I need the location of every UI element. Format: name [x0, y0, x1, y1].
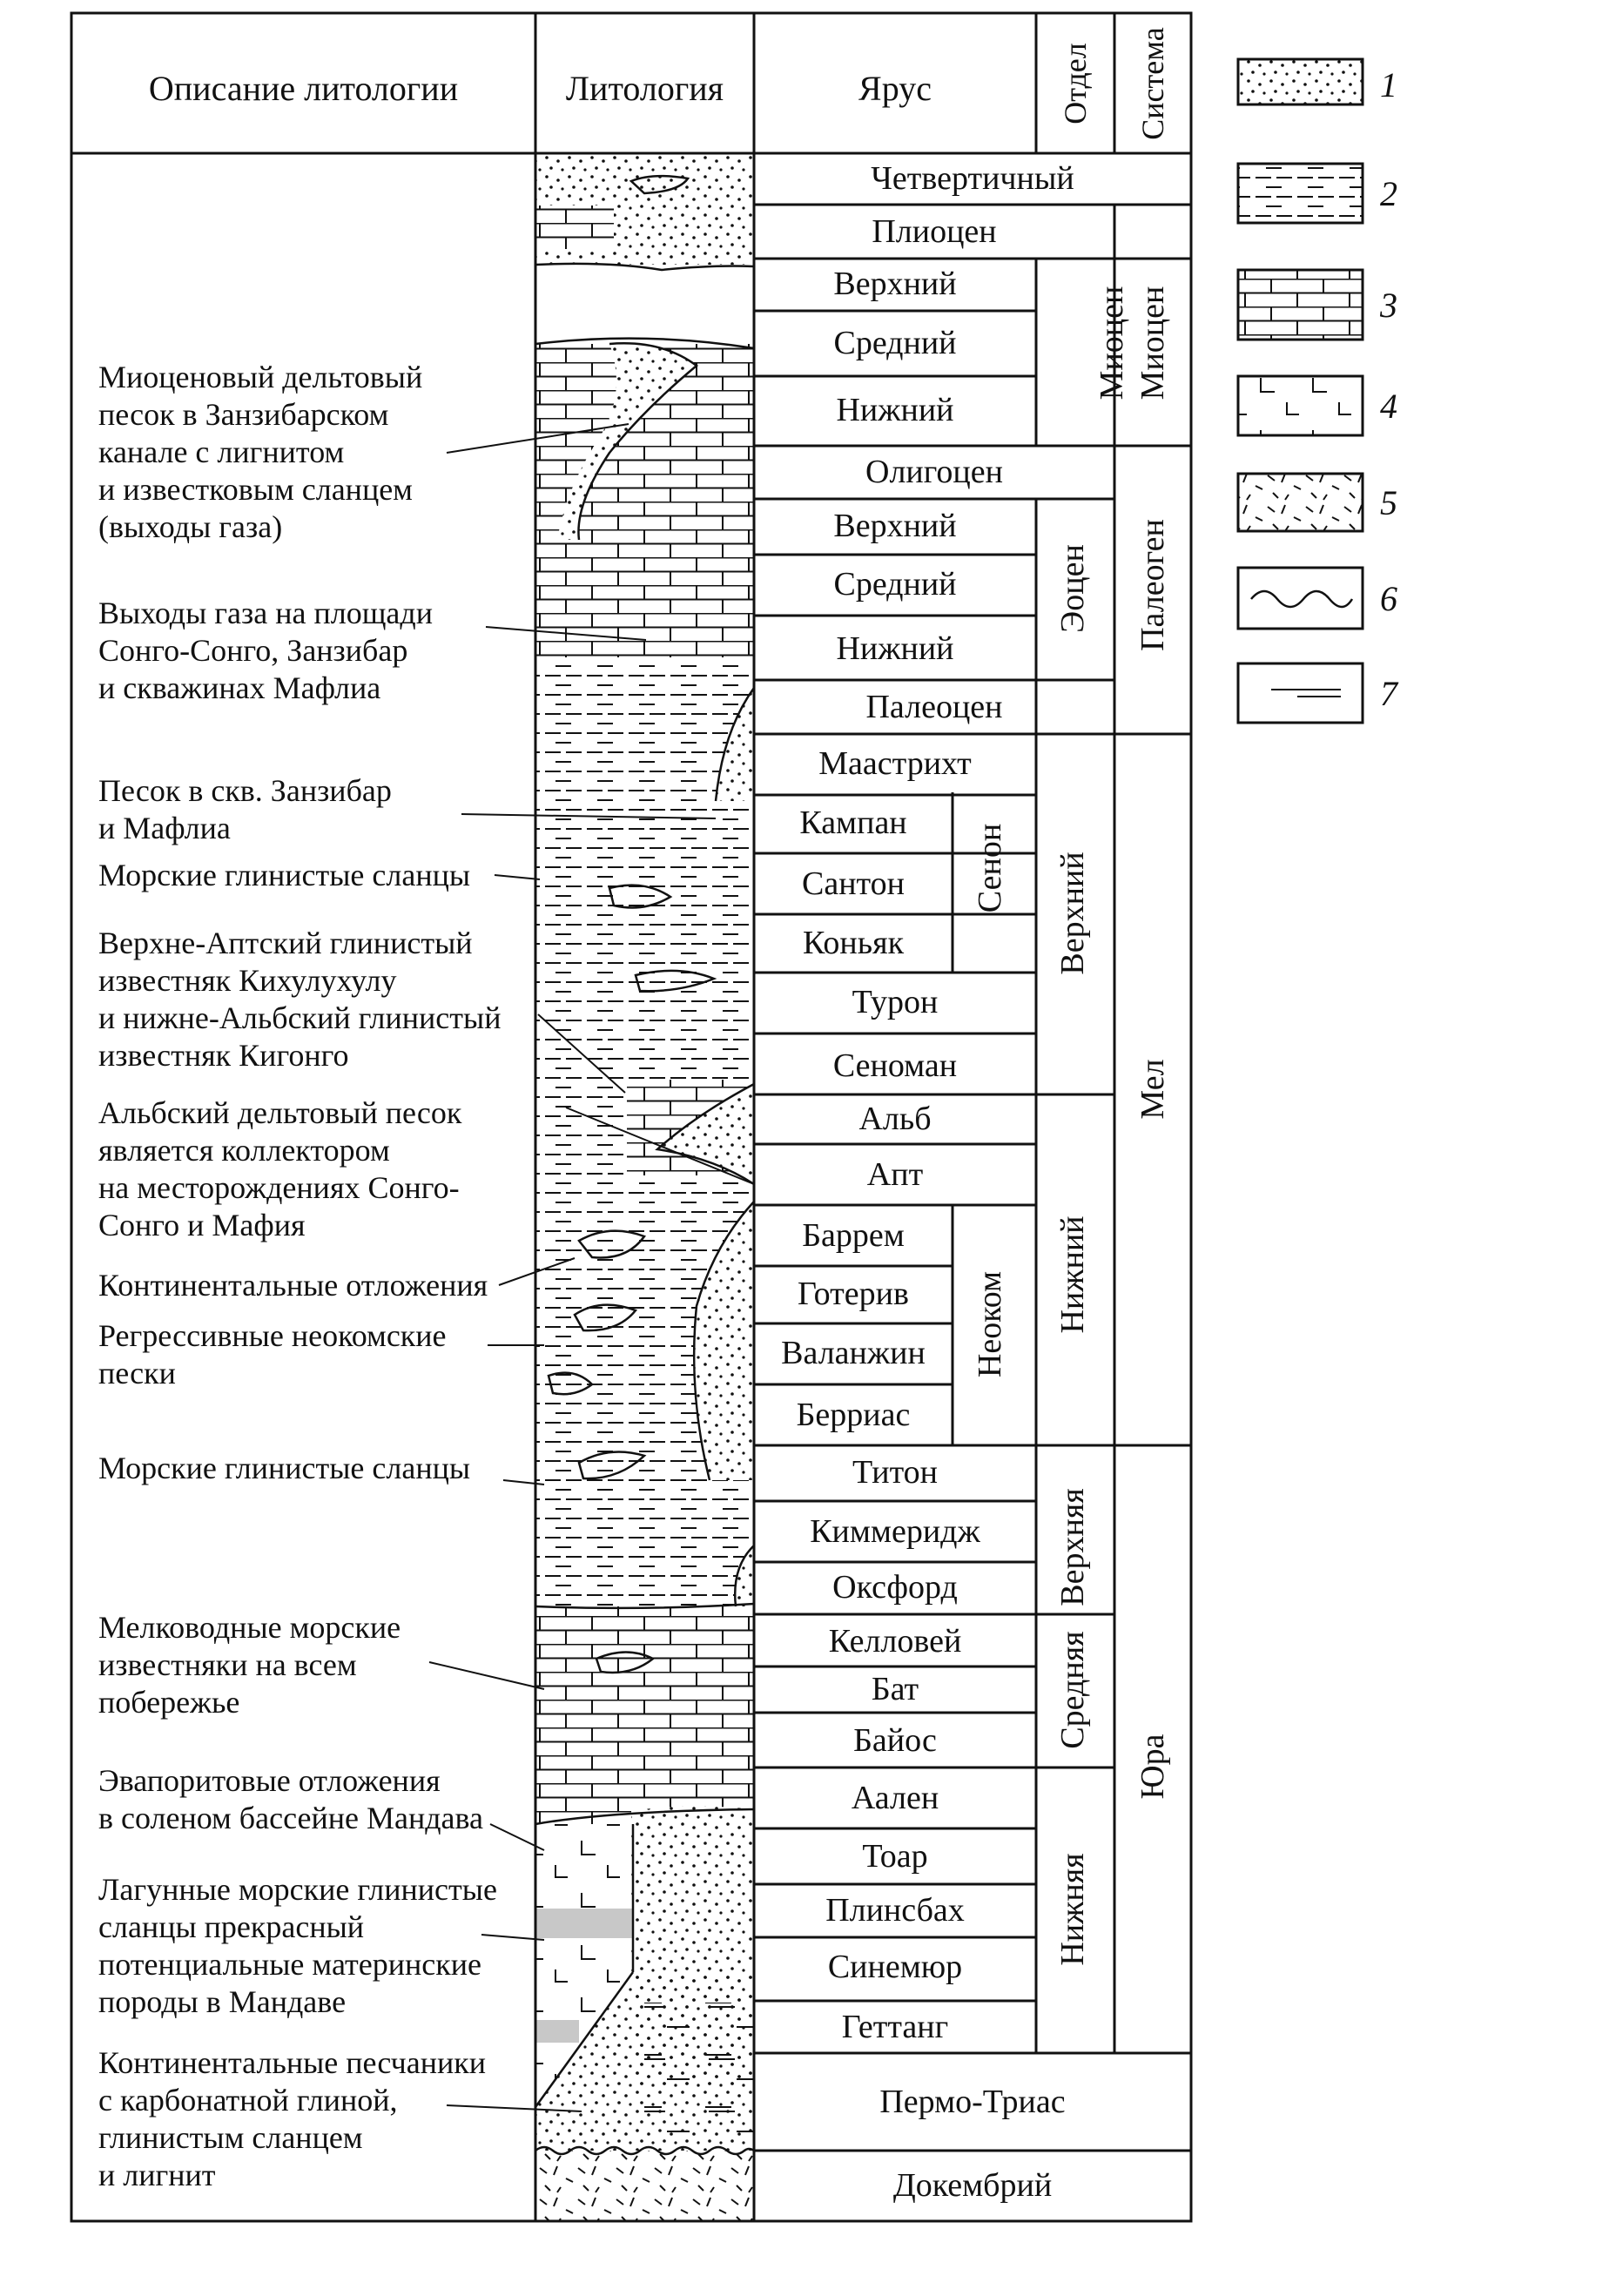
stage-label: Синемюр — [754, 1950, 1036, 1983]
stage-label: Турон — [754, 986, 1036, 1019]
description-text: Эвапоритовые отложения в соленом бассейн… — [98, 1762, 483, 1837]
stage-label: Кампан — [754, 806, 953, 839]
header-stage: Ярус — [754, 71, 1036, 106]
series-label: Нижняя — [1056, 1796, 1089, 2023]
system-label: Юра — [1136, 1653, 1169, 1880]
stage-label: Готерив — [754, 1277, 953, 1310]
legend-number: 4 — [1380, 386, 1397, 427]
legend-number: 1 — [1380, 64, 1397, 105]
stage-label: Келловей — [754, 1625, 1036, 1658]
stage-label: Титон — [754, 1456, 1036, 1489]
stage-label: Аален — [754, 1781, 1036, 1815]
header-description: Описание литологии — [71, 71, 535, 106]
series-label: Эоцен — [1056, 475, 1089, 702]
description-text: Лагунные морские глинистые сланцы прекра… — [98, 1871, 497, 2021]
stage-label: Докембрий — [754, 2169, 1191, 2202]
stage-label: Коньяк — [754, 926, 953, 959]
description-text: Континентальные песчаники с карбонатной … — [98, 2044, 486, 2194]
legend-boxes — [1238, 59, 1363, 723]
system-label: Миоцен — [1136, 230, 1169, 456]
stage-label: Верхний — [754, 267, 1036, 300]
description-text: Регрессивные неокомские пески — [98, 1317, 447, 1392]
series-label: Миоцен — [1095, 230, 1128, 456]
description-text: Миоценовый дельтовый песок в Занзибарско… — [98, 359, 422, 546]
description-text: Континентальные отложения — [98, 1267, 488, 1304]
description-text: Альбский дельтовый песок является коллек… — [98, 1094, 461, 1244]
header-lithology: Литология — [535, 71, 754, 106]
description-text: Морские глинистые сланцы — [98, 1450, 470, 1487]
legend-number: 6 — [1380, 578, 1397, 619]
stage-label: Плиоцен — [754, 215, 1114, 248]
system-label: Мел — [1136, 976, 1169, 1202]
description-text: Морские глинистые сланцы — [98, 857, 470, 894]
series-label: Верхний — [1056, 800, 1089, 1027]
description-text: Песок в скв. Занзибар и Мафлиа — [98, 772, 392, 847]
stage-label: Берриас — [754, 1398, 953, 1431]
stage-label: Средний — [754, 568, 1036, 601]
legend-number: 5 — [1380, 482, 1397, 523]
legend-number: 3 — [1380, 285, 1397, 326]
stage-label: Валанжин — [754, 1337, 953, 1370]
stage-label: Пермо-Триас — [754, 2085, 1191, 2118]
system-label: Палеоген — [1136, 472, 1169, 698]
description-text: Мелководные морские известняки на всем п… — [98, 1609, 401, 1721]
subgroup-label: Неоком — [973, 1211, 1006, 1438]
stage-label: Сеноман — [754, 1049, 1036, 1082]
stage-label: Верхний — [754, 509, 1036, 542]
subgroup-label: Сенон — [973, 755, 1006, 981]
stage-label: Нижний — [754, 632, 1036, 665]
stage-label: Альб — [754, 1102, 1036, 1135]
stage-label: Нижний — [754, 394, 1036, 427]
stage-label: Четвертичный — [754, 162, 1191, 195]
legend-number: 7 — [1380, 673, 1397, 714]
stage-label: Киммеридж — [754, 1515, 1036, 1548]
description-text: Выходы газа на площади Сонго-Сонго, Занз… — [98, 595, 433, 707]
series-label: Нижний — [1056, 1161, 1089, 1388]
header-system: Система — [1137, 14, 1168, 153]
stage-label: Байос — [754, 1724, 1036, 1757]
stage-label: Сантон — [754, 867, 953, 900]
stage-label: Средний — [754, 327, 1036, 360]
stage-label: Баррем — [754, 1219, 953, 1252]
stage-label: Тоар — [754, 1840, 1036, 1873]
stage-label: Геттанг — [754, 2010, 1036, 2044]
legend-number: 2 — [1380, 173, 1397, 214]
stage-label: Апт — [754, 1158, 1036, 1191]
stage-label: Оксфорд — [754, 1571, 1036, 1604]
stage-label: Бат — [754, 1673, 1036, 1706]
lithology-fills — [535, 153, 754, 2220]
stage-label: Плинсбах — [754, 1894, 1036, 1927]
description-text: Верхне-Аптский глинистый известняк Кихул… — [98, 925, 501, 1074]
series-label: Средняя — [1056, 1577, 1089, 1803]
header-series: Отдел — [1060, 14, 1091, 153]
